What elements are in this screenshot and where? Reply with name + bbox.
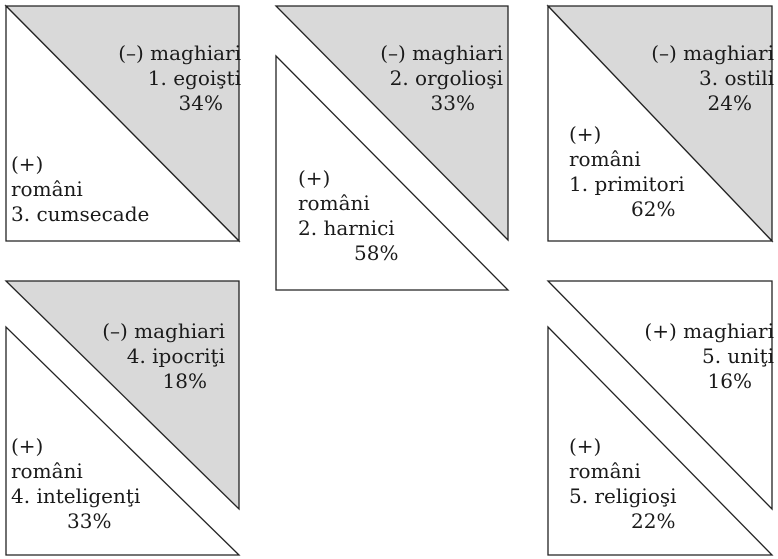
panel-3-top-trait: 3. ostili — [699, 66, 774, 90]
panel-5-bottom-label: (+) români 5. religioşi 22% — [569, 434, 677, 534]
panel-1-top-label: (–) maghiari 1. egoişti 34% — [118, 41, 241, 116]
panel-3-bottom-group2: români — [569, 147, 641, 171]
panel-5-top-triangle — [546, 280, 773, 511]
panel-2-bottom-group2: români — [298, 191, 370, 215]
panel-1-top-percent: 34% — [178, 91, 223, 115]
panel-4-bottom-group2: români — [11, 459, 83, 483]
panel-4-top-percent: 18% — [162, 369, 207, 393]
panel-3-top-label: (–) maghiari 3. ostili 24% — [651, 41, 774, 116]
panel-2-bottom-percent: 58% — [354, 241, 399, 265]
panel-2-top-group: (–) maghiari — [380, 41, 503, 65]
panel-5-bottom-trait: 5. religioşi — [569, 484, 677, 508]
panel-1-top-group: (–) maghiari — [118, 41, 241, 65]
panel-4-bottom-group1: (+) — [11, 434, 44, 458]
panel-3-bottom-label: (+) români 1. primitori 62% — [569, 122, 685, 222]
panel-4-top-trait: 4. ipocriţi — [126, 344, 225, 368]
panel-2-top-trait: 2. orgolioşi — [389, 66, 503, 90]
panel-4-top-triangle — [4, 280, 240, 511]
panel-4-bottom-triangle — [5, 325, 241, 556]
panel-3-bottom-trait: 1. primitori — [569, 172, 685, 196]
panel-5-bottom-percent: 22% — [631, 509, 676, 533]
panel-4-top-group: (–) maghiari — [102, 319, 225, 343]
panel-1-bottom-group1: (+) — [11, 152, 44, 176]
panel-5-bottom-group1: (+) — [569, 434, 602, 458]
panel-2-bottom-trait: 2. harnici — [298, 216, 395, 240]
panel-2-top-triangle — [274, 5, 509, 242]
panel-5-bottom-group2: români — [569, 459, 641, 483]
panel-4-bottom-label: (+) români 4. inteligenţi 33% — [11, 434, 140, 534]
panel-5-top-percent: 16% — [707, 369, 752, 393]
panel-3-bottom-percent: 62% — [631, 197, 676, 221]
panel-5-bottom-triangle — [547, 325, 774, 556]
panel-5-top-trait: 5. uniţi — [701, 344, 774, 368]
panel-4-top-label: (–) maghiari 4. ipocriţi 18% — [102, 319, 225, 394]
panel-3-bottom-triangle — [547, 4, 774, 242]
panel-1-top-trait: 1. egoişti — [147, 66, 241, 90]
panel-3-top-group: (–) maghiari — [651, 41, 774, 65]
panel-2-bottom-group1: (+) — [298, 166, 331, 190]
panel-1-bottom-trait: 3. cumsecade — [11, 202, 150, 226]
panel-1-bottom-label: (+) români 3. cumsecade — [11, 152, 149, 227]
panel-3-bottom-group1: (+) — [569, 122, 602, 146]
panel-2-bottom-label: (+) români 2. harnici 58% — [298, 166, 398, 266]
panel-2-bottom-triangle — [275, 54, 510, 291]
panel-2-top-label: (–) maghiari 2. orgolioşi 33% — [380, 41, 503, 116]
panel-3-top-percent: 24% — [707, 91, 752, 115]
panel-1-bottom-triangle — [5, 4, 241, 242]
panel-5-top-group: (+) maghiari — [644, 319, 774, 343]
panel-4-bottom-percent: 33% — [67, 509, 112, 533]
panel-5-top-label: (+) maghiari 5. uniţi 16% — [644, 319, 774, 394]
panel-1-bottom-group2: români — [11, 177, 83, 201]
panel-2-top-percent: 33% — [430, 91, 475, 115]
panel-4-bottom-trait: 4. inteligenţi — [11, 484, 141, 508]
